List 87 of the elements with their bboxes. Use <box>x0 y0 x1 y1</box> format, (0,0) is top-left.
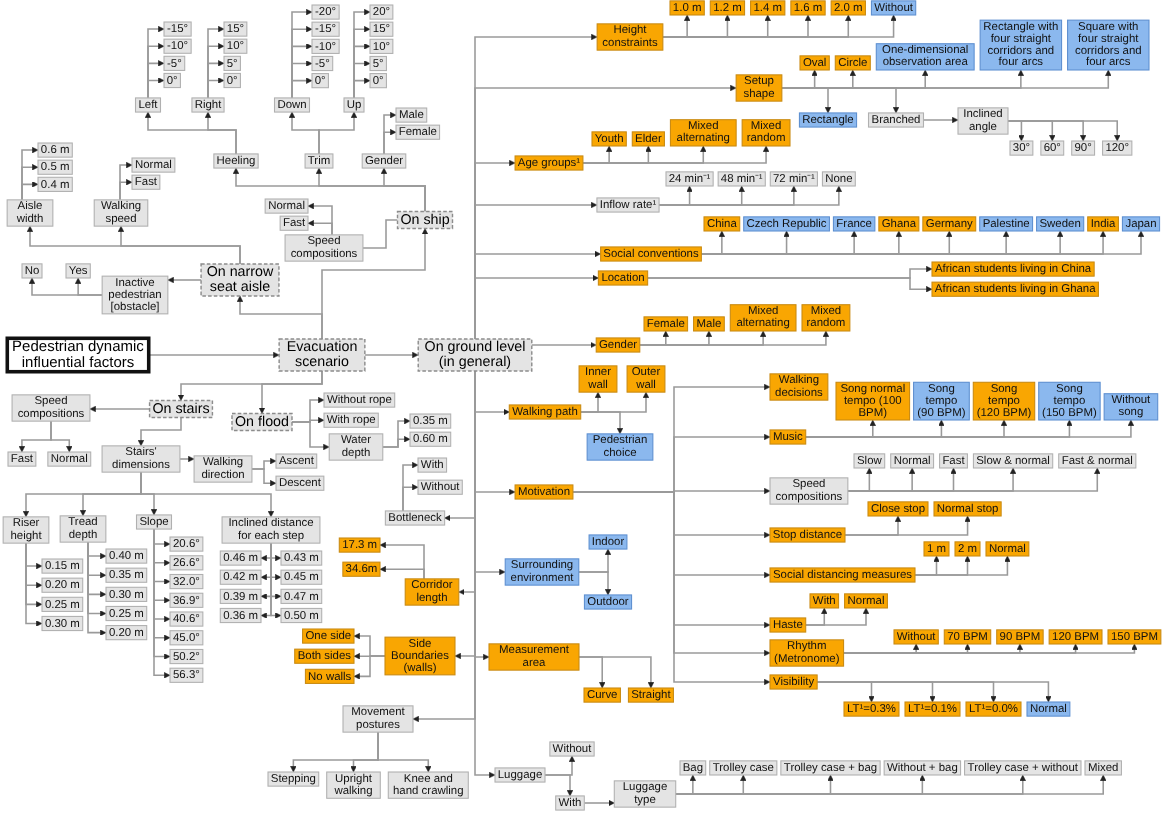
arrow <box>474 33 598 340</box>
arrow <box>578 656 655 689</box>
arrow <box>816 681 1052 703</box>
arrow <box>781 87 900 114</box>
arrow <box>291 43 313 99</box>
arrow <box>207 25 225 99</box>
arrow <box>531 341 597 349</box>
arrow <box>315 167 426 213</box>
arrow <box>353 60 371 99</box>
arrow <box>402 484 419 512</box>
arrow <box>474 250 601 340</box>
arrow <box>21 181 39 201</box>
arrow <box>117 225 241 265</box>
arrow <box>474 274 599 340</box>
arrow <box>21 164 39 201</box>
arrow <box>204 111 237 155</box>
arrow <box>291 8 313 99</box>
arrow <box>144 111 237 155</box>
arrow <box>379 566 425 580</box>
arrow <box>236 295 323 340</box>
arrow <box>270 542 282 619</box>
arrow <box>364 351 419 359</box>
arrow <box>353 77 371 99</box>
arrow <box>258 370 323 414</box>
arrow <box>380 167 426 213</box>
arrow <box>50 420 73 453</box>
arrow <box>646 277 933 293</box>
arrow <box>25 542 43 627</box>
arrow <box>674 774 1107 795</box>
arrow <box>844 515 971 536</box>
arrow <box>21 146 39 201</box>
arrow <box>804 419 1135 438</box>
arrow <box>147 43 165 99</box>
arrow <box>353 8 371 99</box>
arrow <box>353 26 371 99</box>
arrow <box>119 161 133 201</box>
arrow <box>307 202 333 236</box>
arrow <box>379 541 425 580</box>
arrow <box>583 799 615 807</box>
arrow <box>662 14 897 38</box>
arrow <box>847 467 1101 492</box>
arrow <box>147 25 165 99</box>
arrow <box>251 468 277 487</box>
arrow <box>914 555 1011 576</box>
arrow <box>639 330 830 346</box>
arrow <box>318 111 358 155</box>
arrow <box>291 77 313 99</box>
arrow <box>89 405 151 413</box>
arrow <box>28 277 103 296</box>
connector <box>362 219 399 249</box>
arrow <box>353 43 371 99</box>
arrow <box>167 276 202 284</box>
arrow <box>207 60 225 99</box>
arrow <box>207 77 225 99</box>
arrow <box>402 461 419 512</box>
arrow <box>842 643 1138 654</box>
arrow <box>75 277 103 296</box>
arrow <box>1007 120 1121 142</box>
arrow <box>291 421 330 451</box>
arrow <box>140 471 275 518</box>
arrow <box>582 145 770 164</box>
arrow <box>307 220 333 236</box>
arrow <box>579 411 624 435</box>
arrow <box>26 225 241 265</box>
arrow <box>382 417 411 448</box>
arrow <box>474 370 496 779</box>
arrow <box>119 179 133 201</box>
arrow <box>291 60 313 99</box>
arrow <box>382 436 411 448</box>
arrow <box>87 541 107 636</box>
arrow <box>137 416 182 447</box>
arrow <box>474 201 598 340</box>
arrow <box>353 655 386 680</box>
arrow <box>147 77 165 99</box>
arrow <box>383 129 397 155</box>
arrow <box>544 774 574 797</box>
arrow <box>147 60 165 99</box>
arrow <box>383 111 397 155</box>
arrow <box>578 571 612 596</box>
arrow <box>804 607 870 626</box>
arrow <box>658 185 842 206</box>
arrow <box>179 455 195 463</box>
arrow <box>291 26 313 99</box>
arrow <box>207 43 225 99</box>
arrow <box>377 731 432 773</box>
arrow <box>922 116 959 124</box>
arrow <box>147 351 280 359</box>
